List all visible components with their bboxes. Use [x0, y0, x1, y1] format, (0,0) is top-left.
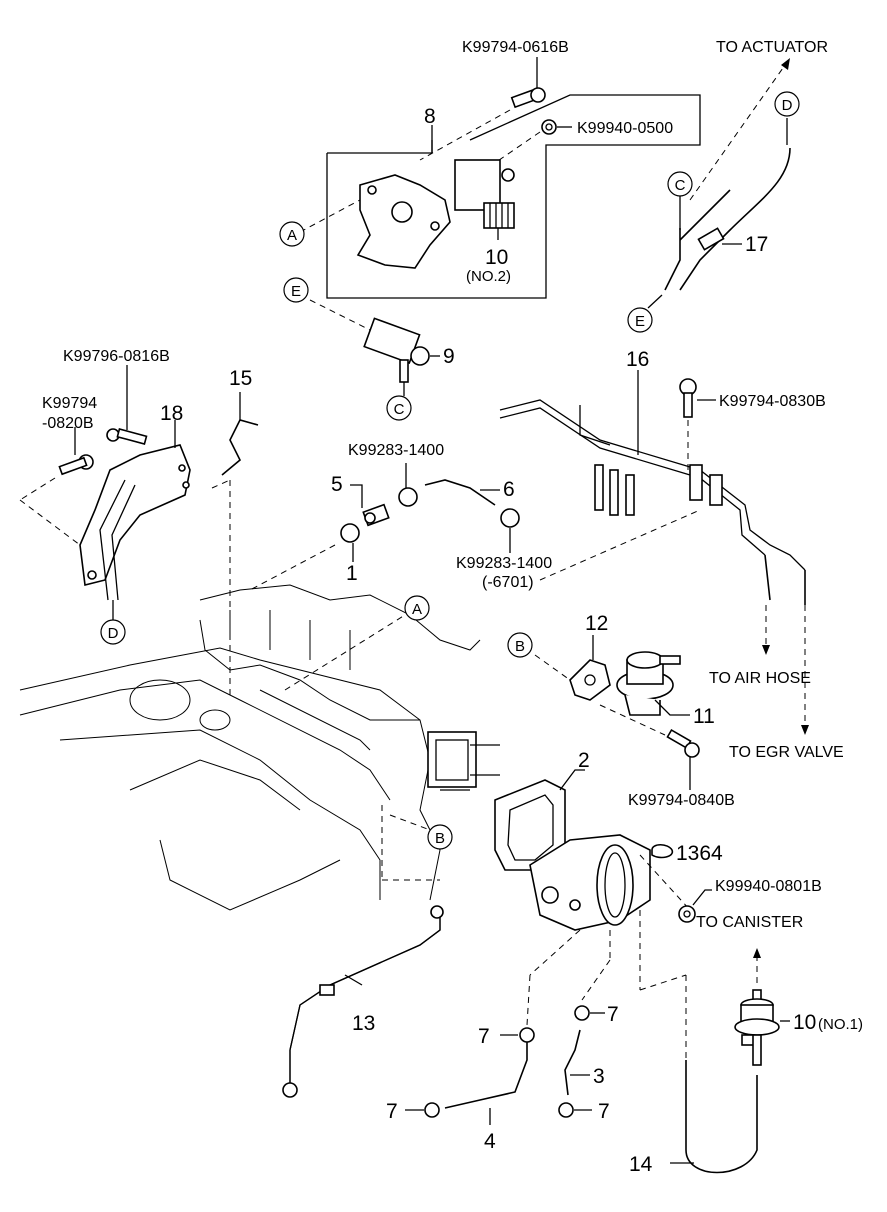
svg-text:D: D	[108, 625, 119, 642]
gasket-2	[494, 769, 585, 871]
hose-14	[670, 1060, 758, 1174]
nut-0500	[541, 119, 572, 135]
callout-7-b: 7	[607, 1003, 619, 1026]
svg-text:E: E	[291, 283, 301, 300]
svg-text:B: B	[515, 638, 525, 655]
label-k99794-0830b: K99794-0830B	[719, 393, 826, 410]
label-k99794-0840b: K99794-0840B	[628, 792, 735, 809]
connector-c-9: C	[386, 395, 412, 421]
callout-4: 4	[484, 1130, 496, 1153]
connector-a-top: A	[279, 221, 305, 247]
connector-e-17: E	[627, 307, 653, 333]
bracket-8	[356, 174, 451, 269]
svg-text:A: A	[287, 227, 297, 244]
fitting-1	[340, 523, 360, 562]
label-k99283-1400-b-sub: (-6701)	[482, 574, 534, 591]
label-to-canister: TO CANISTER	[696, 914, 803, 931]
bolt-0840b	[666, 728, 700, 790]
callout-10-no2: 10	[485, 246, 508, 269]
callout-16: 16	[626, 348, 649, 371]
bolt-0820b	[58, 427, 94, 476]
callout-7-a: 7	[478, 1025, 490, 1048]
label-k99283-1400-a: K99283-1400	[348, 442, 444, 459]
hose-4	[444, 1040, 528, 1125]
connector-b-engine: B	[427, 824, 453, 850]
check-valve-5	[350, 484, 390, 527]
callout-10-no1-sub: (NO.1)	[818, 1016, 863, 1033]
connector-e-9: E	[283, 277, 309, 303]
connector-d-17: D	[774, 91, 800, 117]
callout-1364: 1364	[676, 842, 723, 865]
callout-7-d: 7	[598, 1100, 610, 1123]
svg-text:C: C	[394, 401, 405, 418]
clamp-7d	[558, 1102, 592, 1118]
clamp-7b	[574, 1005, 605, 1021]
throttle-body	[529, 834, 651, 931]
callout-11: 11	[693, 705, 715, 728]
svg-text:B: B	[435, 830, 445, 847]
callout-8: 8	[424, 105, 436, 128]
callout-7-c: 7	[386, 1100, 398, 1123]
bolt-0616b	[510, 57, 546, 109]
callout-10-no1: 10	[793, 1011, 816, 1034]
clamp-7c	[405, 1102, 440, 1118]
label-to-air-hose: TO AIR HOSE	[709, 670, 811, 687]
solenoid-valve-10-no2	[454, 159, 515, 240]
callout-1: 1	[346, 562, 358, 585]
purge-valve-10-no1	[734, 989, 790, 1066]
callout-12: 12	[585, 612, 608, 635]
callout-5: 5	[331, 473, 343, 496]
label-to-actuator: TO ACTUATOR	[716, 39, 828, 56]
svg-text:D: D	[782, 97, 793, 114]
svg-text:A: A	[412, 601, 422, 618]
svg-text:C: C	[675, 177, 686, 194]
bolt-0816b	[106, 365, 148, 445]
svg-text:E: E	[635, 313, 645, 330]
hose-6	[424, 479, 500, 506]
callout-9: 9	[443, 345, 455, 368]
gasket-12	[569, 635, 611, 701]
callout-6: 6	[503, 478, 515, 501]
bolt-0830b	[679, 378, 716, 470]
bracket-18	[79, 444, 191, 601]
callout-2: 2	[578, 749, 590, 772]
label-k99796-0816b: K99796-0816B	[63, 348, 170, 365]
connector-c-17: C	[667, 171, 693, 197]
label-k99283-1400-b: K99283-1400	[456, 555, 552, 572]
label-k99940-0801b: K99940-0801B	[715, 878, 822, 895]
label-k99794-0820b-line2: -0820B	[42, 415, 94, 432]
clamp-1400-a	[398, 463, 418, 507]
label-k99940-0500: K99940-0500	[577, 120, 673, 137]
nut-0801b	[678, 889, 712, 923]
bracket-assembly-box	[326, 94, 701, 299]
egr-control-valve-11	[616, 651, 690, 716]
label-k99794-0616b: K99794-0616B	[462, 39, 569, 56]
engine-outline	[19, 584, 481, 911]
connector-b-egr: B	[507, 632, 533, 658]
y-hose-17	[664, 147, 791, 291]
callout-13: 13	[352, 1012, 375, 1035]
callout-10-no2-sub: (NO.2)	[466, 268, 511, 285]
connector-d-18: D	[100, 619, 126, 645]
clamp-1400-b	[500, 508, 520, 553]
callout-3: 3	[593, 1065, 605, 1088]
vacuum-pipe-assembly-16	[499, 399, 806, 605]
hose-15	[221, 392, 259, 476]
label-to-egr-valve: TO EGR VALVE	[729, 744, 844, 761]
hose-3	[564, 1029, 590, 1096]
plug-1364	[651, 843, 674, 859]
callout-17: 17	[745, 233, 768, 256]
gasket-plate	[427, 731, 500, 791]
vacuum-valve-9	[363, 317, 440, 383]
callout-14: 14	[629, 1153, 653, 1176]
callout-18: 18	[160, 402, 183, 425]
callout-15: 15	[229, 367, 252, 390]
pipe-13	[282, 905, 444, 1098]
label-k99794-0820b-line1: K99794	[42, 395, 97, 412]
clamp-7a	[500, 1027, 535, 1043]
connector-a-engine: A	[404, 595, 430, 621]
